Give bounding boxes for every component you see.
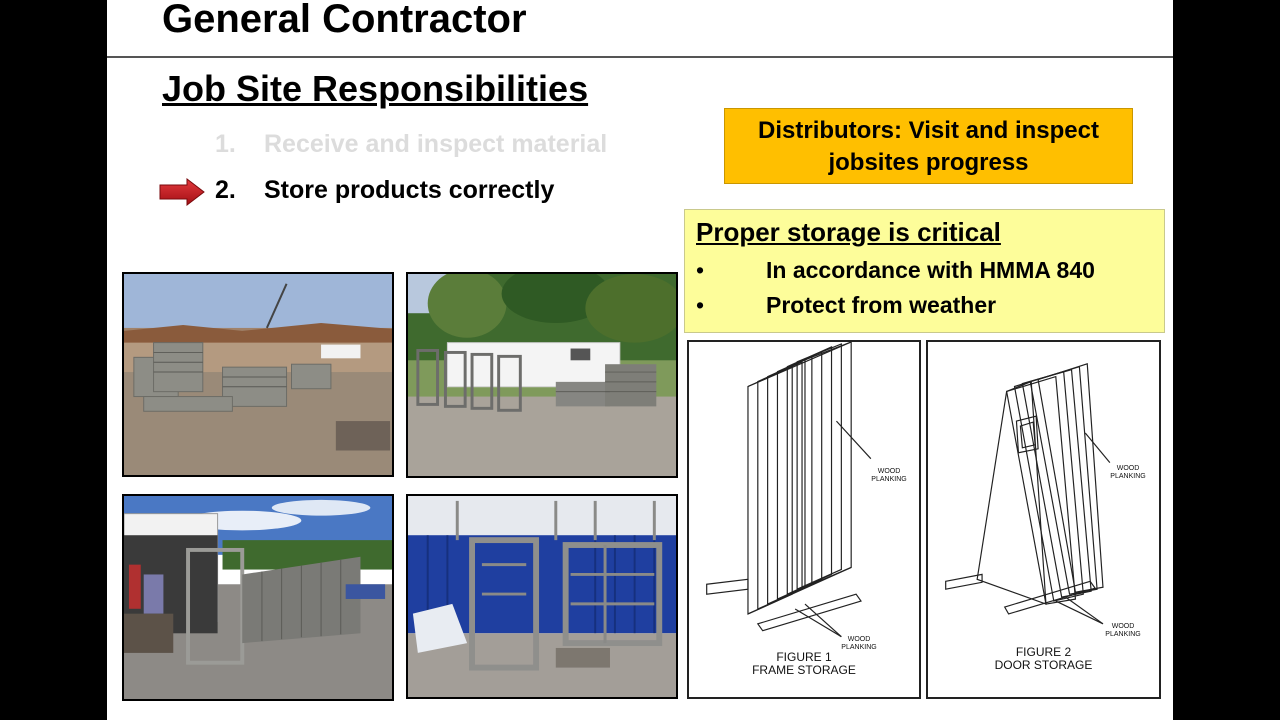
list-item-1-number: 1. <box>215 130 236 158</box>
door-storage-drawing <box>945 362 1111 625</box>
wood-planking-label-b: WOOD PLANKING <box>841 636 877 651</box>
distributors-line-1: Distributors: Visit and inspect <box>758 117 1099 144</box>
distributors-line-2: jobsites progress <box>828 149 1029 176</box>
slide: General Contractor Job Site Responsibili… <box>107 0 1173 720</box>
photo-container-storage <box>406 494 678 699</box>
frame-storage-drawing <box>706 342 872 638</box>
figure-frame-storage: WOOD PLANKING WOOD PLANKING FIGURE 1 FRA… <box>687 340 921 699</box>
pointer-arrow-icon <box>159 178 205 206</box>
figure-2-caption-line-2: DOOR STORAGE <box>994 658 1093 672</box>
storage-bullet-2-text: Protect from weather <box>766 292 997 318</box>
list-item-1-text: Receive and inspect material <box>264 130 608 158</box>
photo-trailer-storage <box>406 272 678 478</box>
figure-door-storage: WOOD PLANKING WOOD PLANKING FIGURE 2 DOO… <box>926 340 1161 699</box>
distributors-callout: Distributors: Visit and inspect jobsites… <box>724 108 1133 184</box>
bullet-marker: • <box>696 292 705 318</box>
storage-callout: Proper storage is critical • In accordan… <box>684 209 1165 333</box>
figure-1-caption-line-1: FIGURE 1 <box>776 650 832 664</box>
storage-bullet-1-text: In accordance with HMMA 840 <box>766 257 1095 283</box>
figure-1-caption-line-2: FRAME STORAGE <box>752 663 856 677</box>
slide-subtitle: Job Site Responsibilities <box>162 68 589 109</box>
figure-2-caption-line-1: FIGURE 2 <box>1015 645 1072 659</box>
wood-planking-label-a: WOOD PLANKING <box>871 468 907 483</box>
slide-title: General Contractor <box>162 0 527 41</box>
photo-construction-site <box>122 272 394 477</box>
storage-heading: Proper storage is critical <box>696 217 1001 247</box>
wood-planking-label-a: WOOD PLANKING <box>1110 465 1146 480</box>
list-item-2-text: Store products correctly <box>264 176 555 204</box>
bullet-marker: • <box>696 257 705 283</box>
photo-truck-storage <box>122 494 394 701</box>
wood-planking-label-b: WOOD PLANKING <box>1105 623 1141 638</box>
title-divider <box>107 56 1173 58</box>
list-item-2-number: 2. <box>215 176 236 204</box>
list-item-3-hidden <box>215 212 515 242</box>
